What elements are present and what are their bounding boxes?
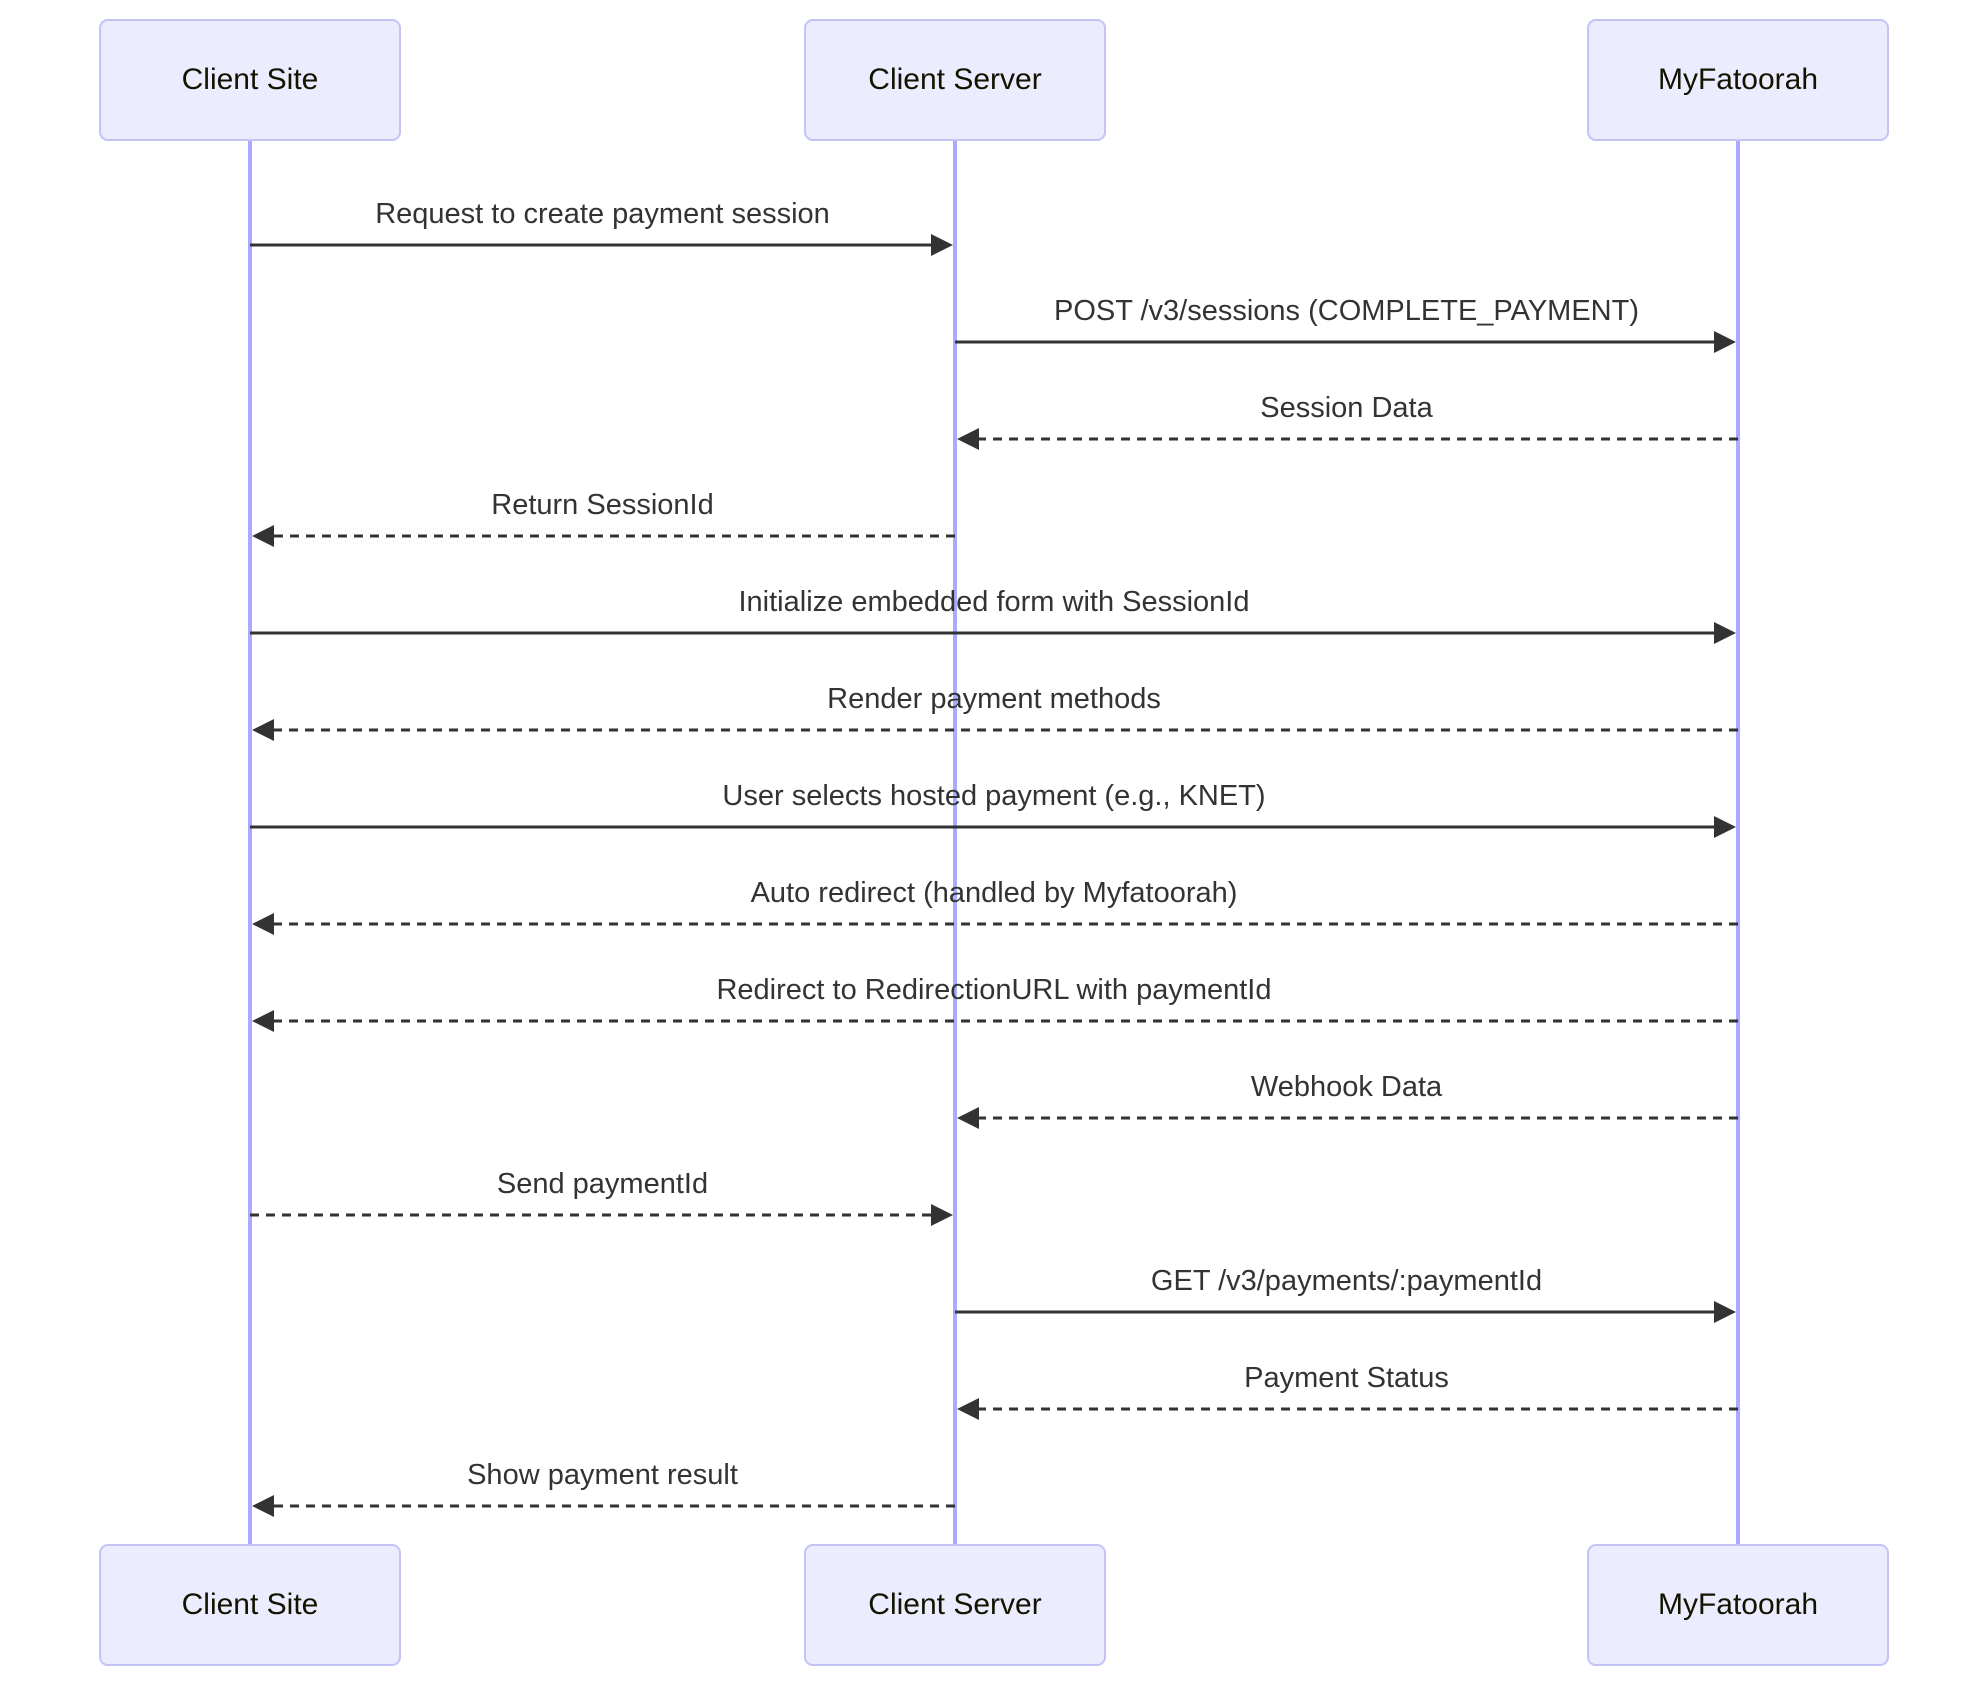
message-3-dashed: Session Data — [957, 392, 1738, 450]
actor-client-server-top[interactable]: Client Server — [804, 19, 1106, 141]
message-12-solid: GET /v3/payments/:paymentId — [955, 1265, 1736, 1323]
message-label-13: Payment Status — [1244, 1362, 1449, 1394]
message-arrowhead-1 — [931, 234, 953, 256]
message-arrowhead-4 — [252, 525, 274, 547]
message-5-solid: Initialize embedded form with SessionId — [250, 586, 1736, 644]
actor-boxes-top: Client Site Client Server MyFatoorah — [99, 19, 1889, 141]
message-label-8: Auto redirect (handled by Myfatoorah) — [751, 877, 1238, 909]
message-9-dashed: Redirect to RedirectionURL with paymentI… — [252, 974, 1738, 1032]
message-7-solid: User selects hosted payment (e.g., KNET) — [250, 780, 1736, 838]
actor-box-client-server[interactable] — [804, 1544, 1106, 1666]
message-label-1: Request to create payment session — [375, 198, 830, 230]
message-arrowhead-5 — [1714, 622, 1736, 644]
message-label-9: Redirect to RedirectionURL with paymentI… — [716, 974, 1271, 1006]
message-label-5: Initialize embedded form with SessionId — [739, 586, 1250, 618]
message-arrowhead-9 — [252, 1010, 274, 1032]
actor-myfatoorah-bottom[interactable]: MyFatoorah — [1587, 1544, 1889, 1666]
message-14-dashed: Show payment result — [252, 1459, 955, 1517]
message-arrowhead-2 — [1714, 331, 1736, 353]
actor-boxes-bottom: Client Site Client Server MyFatoorah — [99, 1544, 1889, 1666]
message-label-6: Render payment methods — [827, 683, 1161, 715]
message-arrowhead-11 — [931, 1204, 953, 1226]
message-arrowhead-7 — [1714, 816, 1736, 838]
actor-label-client-server: Client Server — [868, 63, 1041, 96]
message-label-2: POST /v3/sessions (COMPLETE_PAYMENT) — [1054, 295, 1639, 327]
message-label-14: Show payment result — [467, 1459, 738, 1491]
message-arrowhead-3 — [957, 428, 979, 450]
message-4-dashed: Return SessionId — [252, 489, 955, 547]
lifelines-group — [248, 140, 1740, 1545]
message-8-dashed: Auto redirect (handled by Myfatoorah) — [252, 877, 1738, 935]
actor-myfatoorah-top[interactable]: MyFatoorah — [1587, 19, 1889, 141]
actor-client-server-bottom[interactable]: Client Server — [804, 1544, 1106, 1666]
actor-label-client-server: Client Server — [868, 1588, 1041, 1621]
actor-box-myfatoorah[interactable] — [1587, 19, 1889, 141]
message-2-solid: POST /v3/sessions (COMPLETE_PAYMENT) — [955, 295, 1736, 353]
message-label-4: Return SessionId — [491, 489, 713, 521]
message-label-7: User selects hosted payment (e.g., KNET) — [722, 780, 1265, 812]
message-arrowhead-10 — [957, 1107, 979, 1129]
actor-client-site-top[interactable]: Client Site — [99, 19, 401, 141]
message-label-11: Send paymentId — [497, 1168, 708, 1200]
message-1-solid: Request to create payment session — [250, 198, 953, 256]
message-13-dashed: Payment Status — [957, 1362, 1738, 1420]
actor-label-myfatoorah: MyFatoorah — [1658, 63, 1818, 96]
actor-box-client-site[interactable] — [99, 19, 401, 141]
message-label-10: Webhook Data — [1251, 1071, 1443, 1103]
message-10-dashed: Webhook Data — [957, 1071, 1738, 1129]
message-arrowhead-12 — [1714, 1301, 1736, 1323]
message-6-dashed: Render payment methods — [252, 683, 1738, 741]
message-arrowhead-14 — [252, 1495, 274, 1517]
actor-box-client-server[interactable] — [804, 19, 1106, 141]
actor-label-myfatoorah: MyFatoorah — [1658, 1588, 1818, 1621]
message-arrowhead-13 — [957, 1398, 979, 1420]
actor-client-site-bottom[interactable]: Client Site — [99, 1544, 401, 1666]
message-label-12: GET /v3/payments/:paymentId — [1151, 1265, 1542, 1297]
message-arrowhead-8 — [252, 913, 274, 935]
actor-box-client-site[interactable] — [99, 1544, 401, 1666]
message-arrowhead-6 — [252, 719, 274, 741]
message-label-3: Session Data — [1260, 392, 1433, 424]
actor-label-client-site: Client Site — [182, 1588, 319, 1621]
message-11-dashed: Send paymentId — [250, 1168, 953, 1226]
actor-label-client-site: Client Site — [182, 63, 319, 96]
actor-box-myfatoorah[interactable] — [1587, 1544, 1889, 1666]
